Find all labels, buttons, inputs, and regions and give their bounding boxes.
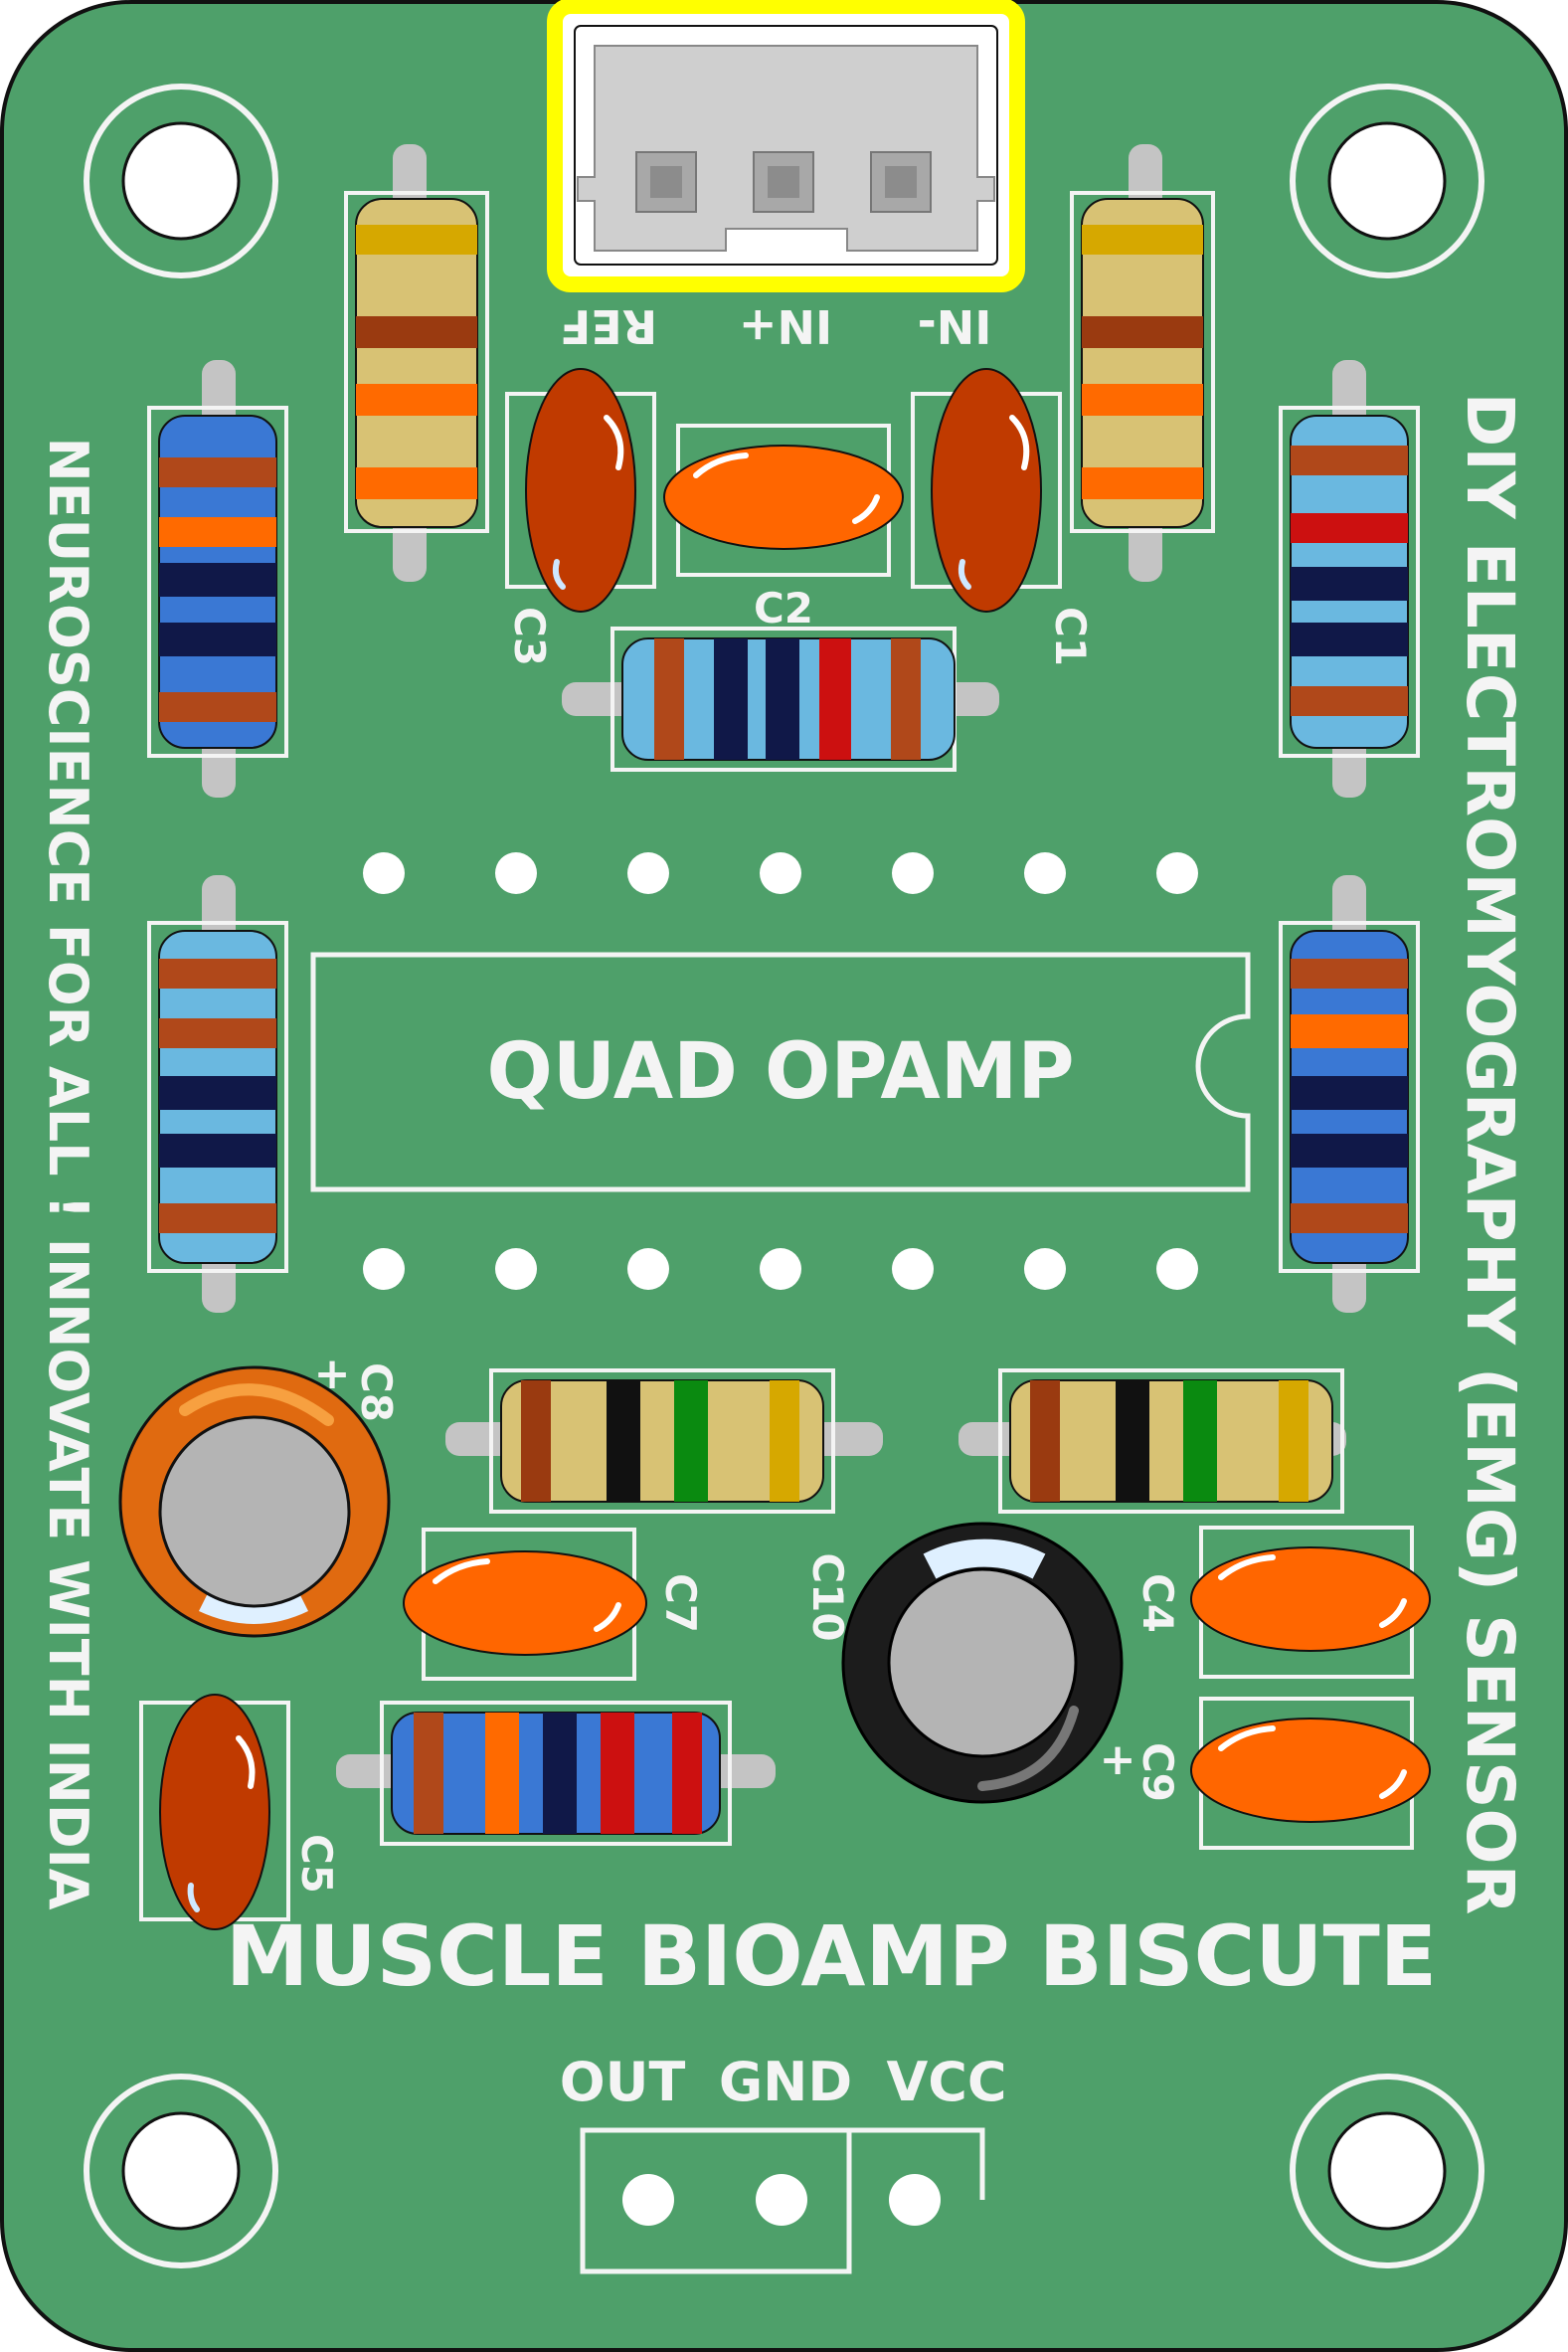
resistor-vertical-right-lower	[1279, 875, 1420, 1313]
label-c8: C8	[352, 1362, 401, 1422]
output-connector	[580, 2127, 985, 2274]
ic-pads-bottom	[363, 1248, 1198, 1290]
label-ref: REF	[560, 299, 657, 353]
side-text-left: NEUROSCIENCE FOR ALL ! INNOVATE WITH IND…	[37, 437, 99, 1909]
label-c9: C9	[1133, 1742, 1182, 1802]
capacitor-c1	[911, 368, 1062, 613]
resistor-horizontal-middle-right	[958, 1368, 1346, 1514]
output-pad-vcc	[889, 2174, 941, 2226]
resistor-vertical-left-upper	[147, 360, 288, 798]
ic-outline	[310, 952, 1251, 1192]
resistor-vertical-left-lower	[147, 875, 288, 1313]
label-vcc: VCC	[886, 2051, 1006, 2113]
label-c5: C5	[292, 1834, 341, 1894]
capacitor-c7	[403, 1528, 647, 1681]
resistor-horizontal-center-top	[562, 627, 999, 772]
label-c4: C4	[1133, 1573, 1182, 1633]
ic-label: QUAD OPAMP	[487, 1027, 1075, 1117]
output-pad-out	[622, 2174, 674, 2226]
input-connector	[547, 0, 1025, 292]
board-title: MUSCLE BIOAMP BISCUTE	[226, 1907, 1437, 2005]
polarity-c8: +	[314, 1349, 351, 1399]
label-c2: C2	[754, 584, 813, 633]
label-out: OUT	[560, 2051, 686, 2113]
resistor-horizontal-middle-left	[445, 1368, 883, 1514]
label-in-plus: IN+	[739, 299, 832, 353]
label-c10: C10	[803, 1552, 852, 1641]
capacitor-c8	[118, 1365, 391, 1638]
label-in-minus: IN-	[918, 299, 992, 353]
output-pad-gnd	[756, 2174, 807, 2226]
label-c3: C3	[505, 607, 554, 666]
resistor-vertical-right-upper	[1279, 360, 1420, 798]
label-c7: C7	[656, 1573, 705, 1633]
ic-pads-top	[363, 852, 1198, 894]
resistor-vertical-top-left	[344, 144, 489, 582]
connector-pin-ref	[635, 151, 697, 213]
resistor-vertical-top-right	[1070, 144, 1215, 582]
capacitor-c2	[663, 424, 904, 577]
capacitor-c10	[841, 1522, 1124, 1804]
capacitor-c4	[1190, 1526, 1431, 1679]
label-c1: C1	[1046, 607, 1095, 666]
polarity-c9: +	[1100, 1734, 1136, 1785]
mounting-hole-top-right	[1290, 84, 1484, 278]
capacitor-c9	[1190, 1697, 1431, 1850]
connector-pin-in-plus	[753, 151, 814, 213]
label-gnd: GND	[719, 2051, 852, 2113]
connector-pin-in-minus	[870, 151, 932, 213]
capacitor-c5	[139, 1694, 290, 1930]
mounting-hole-top-left	[84, 84, 278, 278]
side-text-right: DIY ELECTROMYOGRAPHY (EMG) SENSOR	[1452, 393, 1528, 1915]
mounting-hole-bottom-right	[1290, 2074, 1484, 2268]
mounting-hole-bottom-left	[84, 2074, 278, 2268]
capacitor-c3	[505, 368, 656, 613]
resistor-horizontal-bottom	[336, 1701, 776, 1846]
